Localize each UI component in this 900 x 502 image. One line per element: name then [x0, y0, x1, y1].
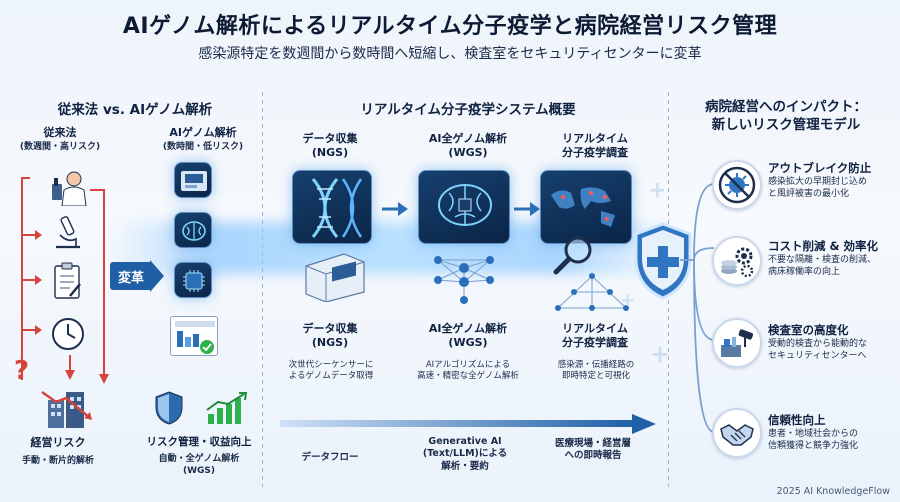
ngs-machine-icon: [305, 253, 365, 302]
old-method-title: 従来法: [43, 126, 77, 139]
medical-shield-icon: [634, 222, 692, 300]
clock-icon: [52, 318, 84, 350]
step2-top-label: AI全ゲノム解析 (WGS): [428, 132, 508, 159]
step3-desc: 感染源・伝播経路の 即時特定と可視化: [557, 360, 635, 382]
plus-deco-icon: +: [620, 290, 636, 311]
question-mark-icon: ?: [14, 356, 30, 386]
ai-brain-small-icon: [174, 212, 212, 248]
step1-top-label: データ収集 (NGS): [302, 132, 358, 159]
arrow-step1-to-2: [382, 202, 408, 216]
left-heading: 従来法 vs. AIゲノム解析: [57, 102, 213, 118]
middle-heading: リアルタイム分子疫学システム概要: [360, 102, 576, 118]
right-heading: 病院経営へのインパクト： 新しいリスク管理モデル: [705, 99, 867, 134]
old-result-title: 経営リスク: [30, 436, 86, 449]
lab-camera-icon: [712, 318, 762, 368]
impact-2-desc: 不要な隔離・検査の削減、 病床稼働率の向上: [768, 255, 877, 278]
new-result-title: リスク管理・収益向上: [146, 436, 252, 448]
step3-bottom-label: リアルタイム 分子疫学調査: [562, 322, 628, 349]
impact-1-desc: 感染拡大の早期封じ込め と風評被害の最小化: [768, 177, 868, 200]
arrow-step2-to-3: [514, 202, 540, 216]
impact-3-title: 検査室の高度化: [768, 323, 849, 337]
old-result-sub: 手動・断片的解析: [21, 456, 94, 466]
clipboard-icon: [54, 262, 81, 299]
genai-label: Generative AI (Text/LLM)による 解析・要約: [422, 436, 508, 472]
growth-chart-icon: [206, 392, 248, 424]
step1-desc: 次世代シーケンサーに よるゲノムデータ取得: [288, 360, 374, 382]
dataflow-label: データフロー: [301, 452, 359, 463]
new-method-title: AIゲノム解析: [169, 126, 237, 139]
step1-bottom-label: データ収集 (NGS): [302, 322, 358, 349]
step2-desc: AIアルゴリズムによる 高速・精密な全ゲノム解析: [417, 360, 519, 382]
impact-4-title: 信頼性向上: [768, 413, 826, 427]
plus-deco-icon: +: [650, 340, 671, 368]
footer-credit: 2025 AI KnowledgeFlow: [776, 486, 890, 497]
magnifier-icon: [553, 236, 592, 275]
page-subtitle: 感染源特定を数週間から数時間へ短縮し、検査室をセキュリティセンターに変革: [198, 46, 702, 62]
report-label: 医療現場・経営層 への即時報告: [554, 438, 631, 462]
divider-left: [262, 92, 263, 487]
change-arrowhead: [150, 260, 164, 292]
dataflow-arrow: [280, 414, 656, 434]
dashboard-icon: [170, 316, 218, 356]
no-virus-icon: [712, 160, 762, 210]
new-method-sub: (数時間・低リスク): [162, 142, 244, 152]
old-method-sub: (数週間・高リスク): [19, 142, 101, 152]
microscope-icon: [56, 216, 80, 249]
impact-3-desc: 受動的検査から能動的な セキュリティセンターへ: [768, 339, 868, 362]
change-label: 変革: [110, 262, 152, 290]
gears-coins-icon: [712, 236, 762, 286]
page-title: AIゲノム解析によるリアルタイム分子疫学と病院経営リスク管理: [122, 14, 778, 39]
impact-2-title: コスト削減 & 効率化: [768, 239, 879, 253]
sequencer-icon: [174, 162, 212, 198]
impact-branch-lines: [680, 183, 715, 433]
new-result-sub: 自動・全ゲノム解析 (WGS): [158, 454, 240, 476]
dna-icon: [292, 170, 372, 244]
old-method-flow: [21, 177, 109, 384]
impact-4-desc: 患者・地域社会からの 信頼獲得と競争力強化: [768, 429, 859, 452]
ai-brain-icon: [418, 170, 510, 244]
chip-icon: [174, 262, 212, 298]
plus-deco-icon: +: [648, 178, 667, 203]
scientist-icon: [52, 171, 87, 206]
world-map-icon: [540, 170, 632, 244]
network-map-icon: [555, 273, 629, 311]
building-decline-icon: [41, 390, 92, 428]
shield-small-icon: [155, 391, 183, 425]
handshake-icon: [712, 408, 762, 458]
impact-1-title: アウトブレイク防止: [768, 161, 872, 175]
neural-network-icon: [434, 256, 494, 304]
step3-top-label: リアルタイム 分子疫学調査: [562, 132, 628, 159]
step2-bottom-label: AI全ゲノム解析 (WGS): [428, 322, 508, 349]
